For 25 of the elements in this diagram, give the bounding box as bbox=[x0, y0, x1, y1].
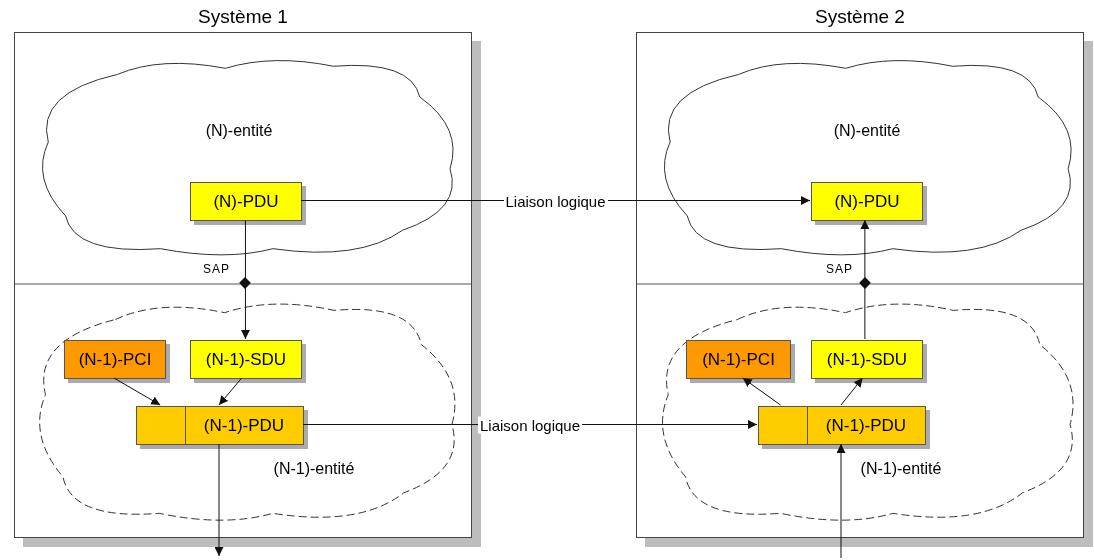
edge-label: Liaison logique bbox=[477, 416, 583, 433]
sap-label: SAP bbox=[826, 262, 853, 276]
arrow bbox=[240, 219, 250, 340]
arrow bbox=[214, 443, 224, 557]
sap-label: SAP bbox=[203, 262, 230, 276]
entity-label: (N-1)-entité bbox=[273, 460, 355, 478]
box-label: (N-1)-PCI bbox=[78, 349, 152, 370]
box-label: (N)-PDU bbox=[213, 191, 279, 212]
arrow bbox=[840, 377, 864, 406]
panel-title: Système 1 bbox=[197, 6, 289, 28]
box-label: (N-1)-SDU bbox=[826, 349, 908, 370]
box-label: (N-1)-PDU bbox=[203, 415, 285, 436]
arrow bbox=[113, 377, 161, 406]
arrow bbox=[742, 377, 781, 406]
box-label: (N-1)-PDU bbox=[825, 415, 907, 436]
arrow bbox=[218, 377, 243, 406]
panel-title: Système 2 bbox=[814, 6, 906, 28]
entity-label: (N-1)-entité bbox=[860, 460, 942, 478]
box-label: (N-1)-SDU bbox=[205, 349, 287, 370]
arrow bbox=[836, 443, 846, 559]
arrow bbox=[860, 219, 870, 340]
entity-label: (N)-entité bbox=[833, 122, 901, 140]
box-label: (N)-PDU bbox=[834, 191, 900, 212]
entity-label: (N)-entité bbox=[205, 122, 273, 140]
box-label: (N-1)-PCI bbox=[702, 349, 775, 370]
